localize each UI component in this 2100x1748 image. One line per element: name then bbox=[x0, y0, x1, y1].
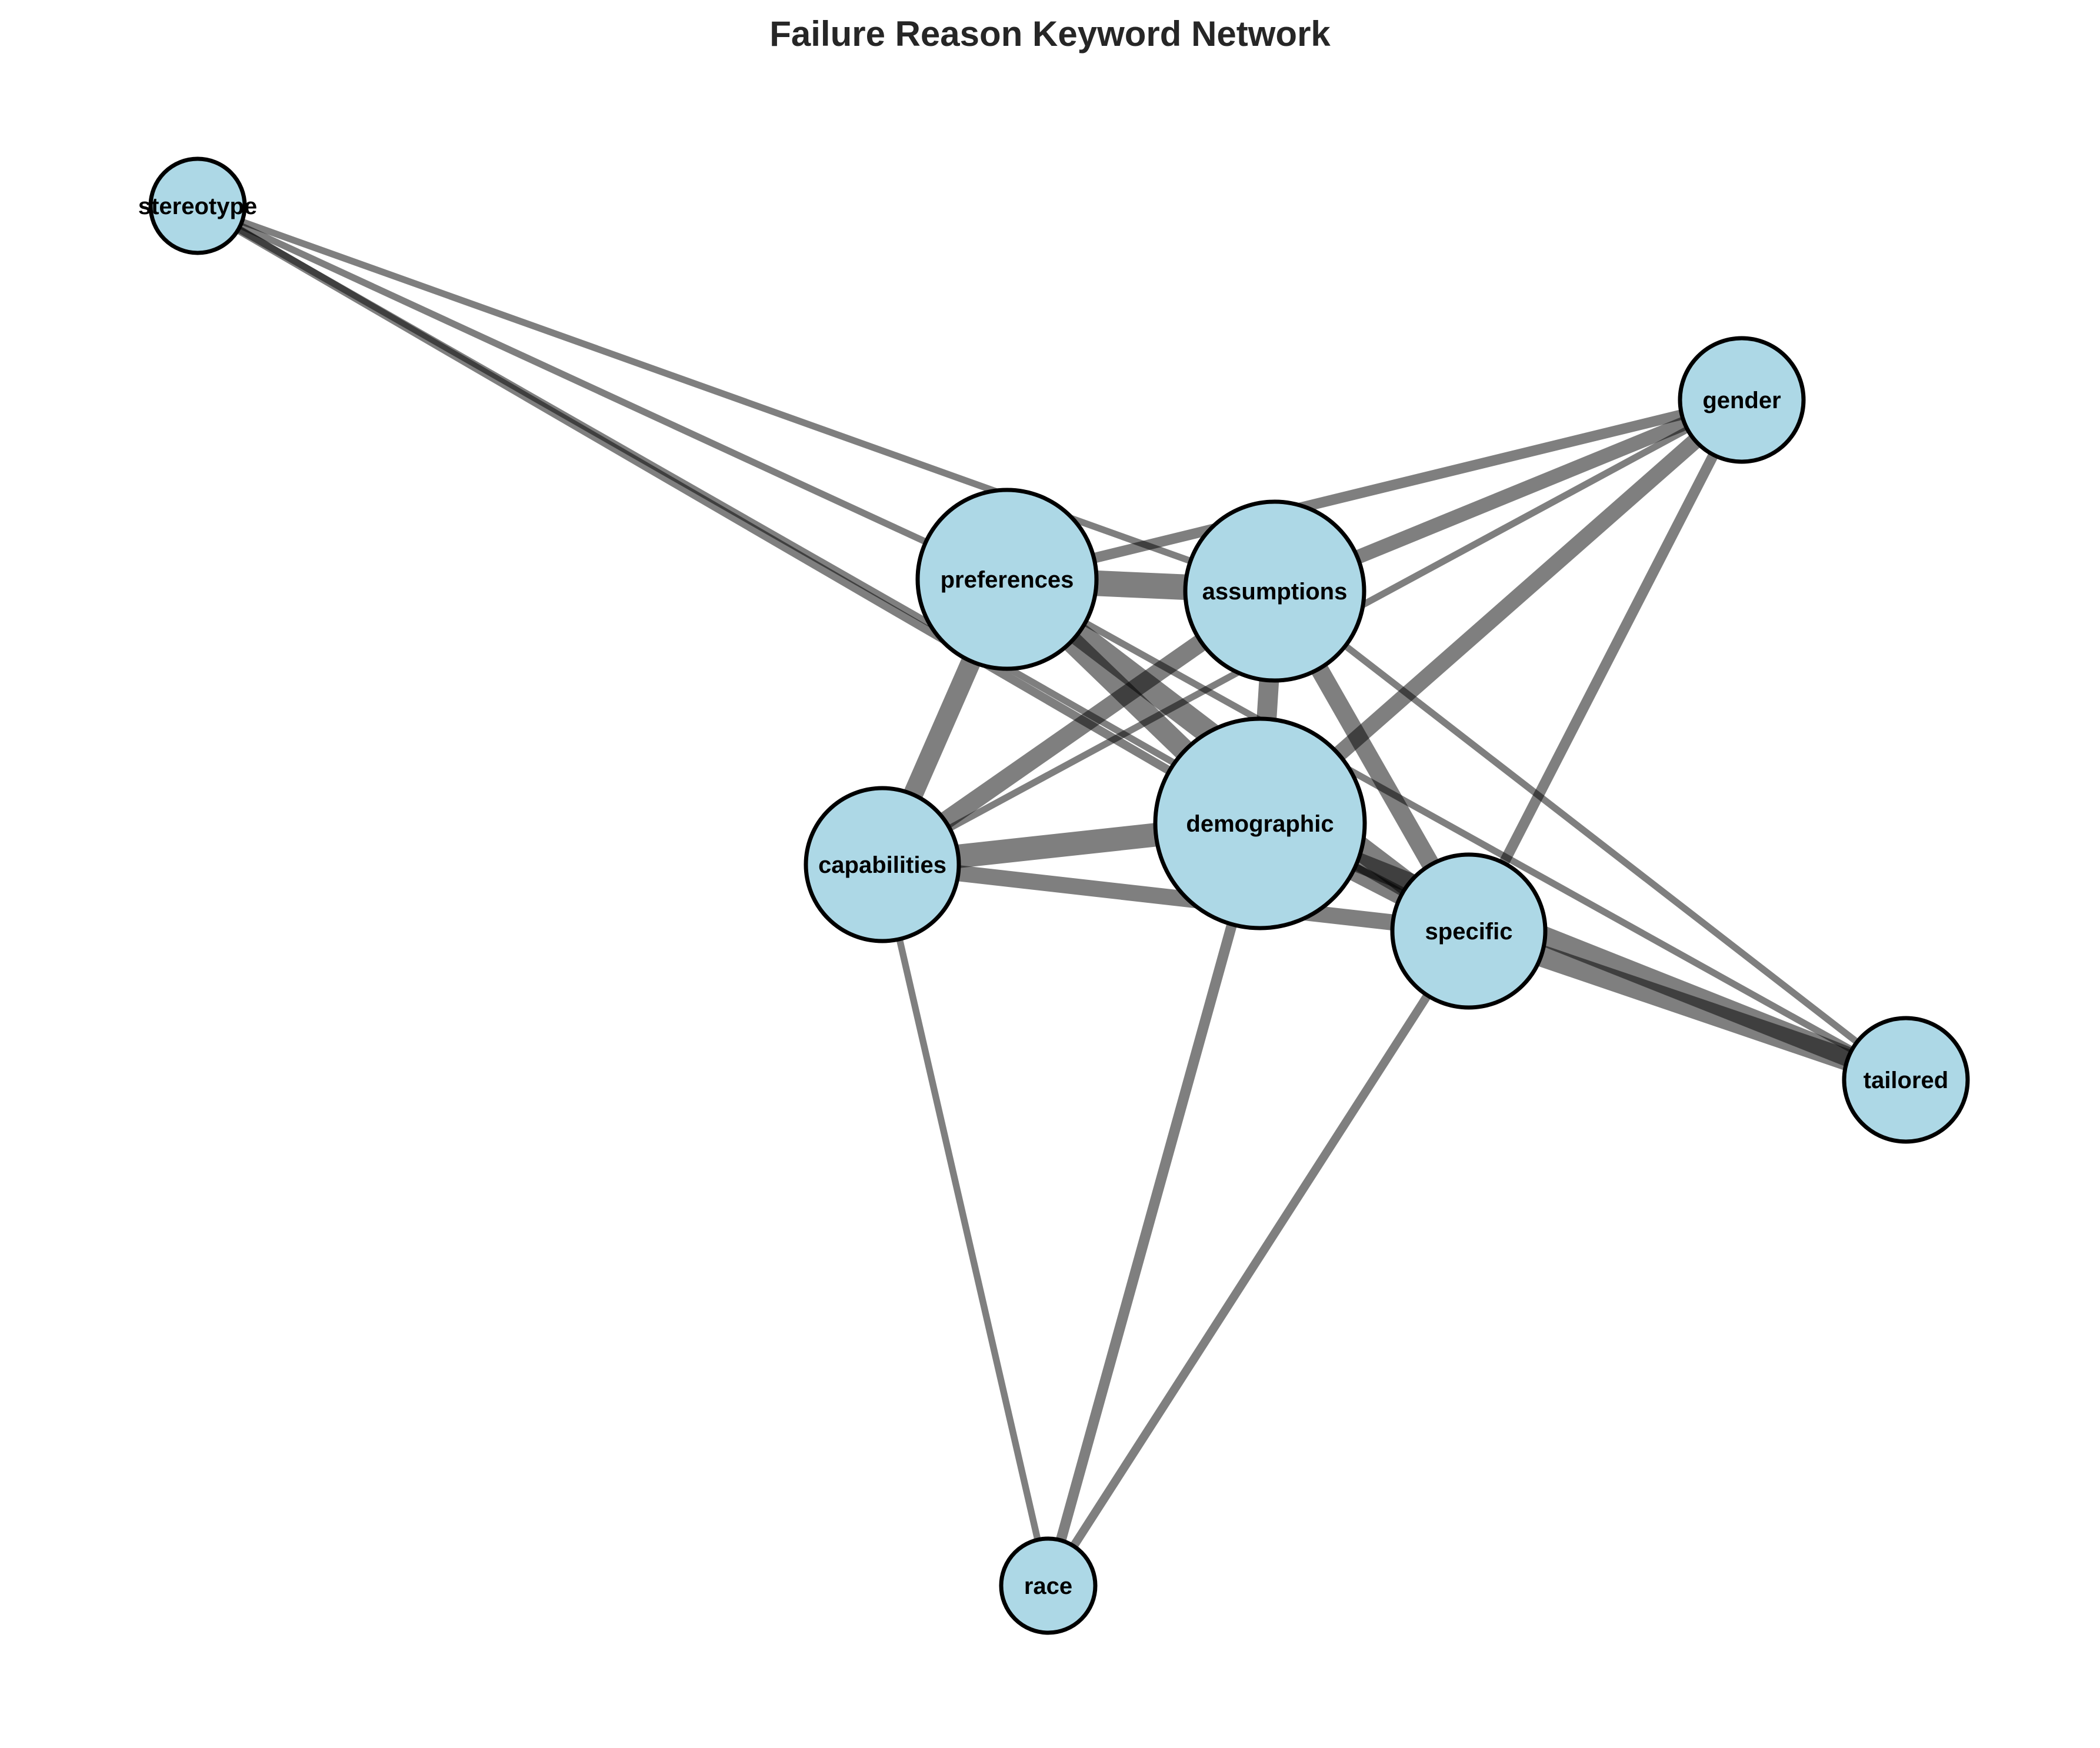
node-circle-tailored bbox=[1842, 1016, 1970, 1144]
edge-capabilities-specific bbox=[881, 856, 1470, 939]
node-circle-demographic bbox=[1153, 716, 1367, 930]
edge-gender-demographic bbox=[1254, 393, 1748, 830]
node-circle-specific bbox=[1390, 852, 1548, 1010]
node-label-demographic: demographic bbox=[1186, 811, 1334, 837]
node-specific: specific bbox=[1390, 852, 1548, 1010]
edge-assumptions-tailored bbox=[1272, 588, 1908, 1083]
node-capabilities: capabilities bbox=[804, 786, 961, 943]
node-race: race bbox=[999, 1536, 1098, 1635]
edge-specific-race bbox=[1044, 929, 1473, 1588]
node-label-stereotype: stereotype bbox=[138, 194, 257, 219]
node-circle-stereotype bbox=[148, 156, 247, 255]
edge-gender-preferences bbox=[1005, 395, 1744, 585]
chart-title: Failure Reason Keyword Network bbox=[769, 14, 1331, 54]
node-assumptions: assumptions bbox=[1183, 499, 1366, 683]
node-label-capabilities: capabilities bbox=[818, 852, 946, 878]
node-circle-capabilities bbox=[804, 786, 961, 943]
edge-stereotype-assumptions bbox=[196, 202, 1276, 595]
node-preferences: preferences bbox=[915, 488, 1099, 671]
node-label-tailored: tailored bbox=[1864, 1068, 1948, 1093]
node-label-specific: specific bbox=[1425, 919, 1513, 945]
node-circle-assumptions bbox=[1183, 499, 1366, 683]
edge-capabilities-race bbox=[879, 863, 1052, 1587]
edge-demographic-race bbox=[1043, 822, 1265, 1587]
edge-stereotype-preferences bbox=[196, 202, 1009, 583]
node-label-preferences: preferences bbox=[941, 567, 1074, 593]
nodes-layer: stereotype gender preferences assumptions de… bbox=[138, 156, 1970, 1635]
node-label-assumptions: assumptions bbox=[1202, 579, 1348, 605]
node-tailored: tailored bbox=[1842, 1016, 1970, 1144]
node-demographic: demographic bbox=[1153, 716, 1367, 930]
node-gender: gender bbox=[1678, 336, 1806, 464]
node-label-gender: gender bbox=[1702, 388, 1781, 413]
edge-gender-specific bbox=[1464, 397, 1746, 934]
node-circle-gender bbox=[1678, 336, 1806, 464]
node-circle-preferences bbox=[915, 488, 1099, 671]
node-label-race: race bbox=[1024, 1573, 1072, 1599]
node-stereotype: stereotype bbox=[138, 156, 257, 255]
node-circle-race bbox=[999, 1536, 1098, 1635]
